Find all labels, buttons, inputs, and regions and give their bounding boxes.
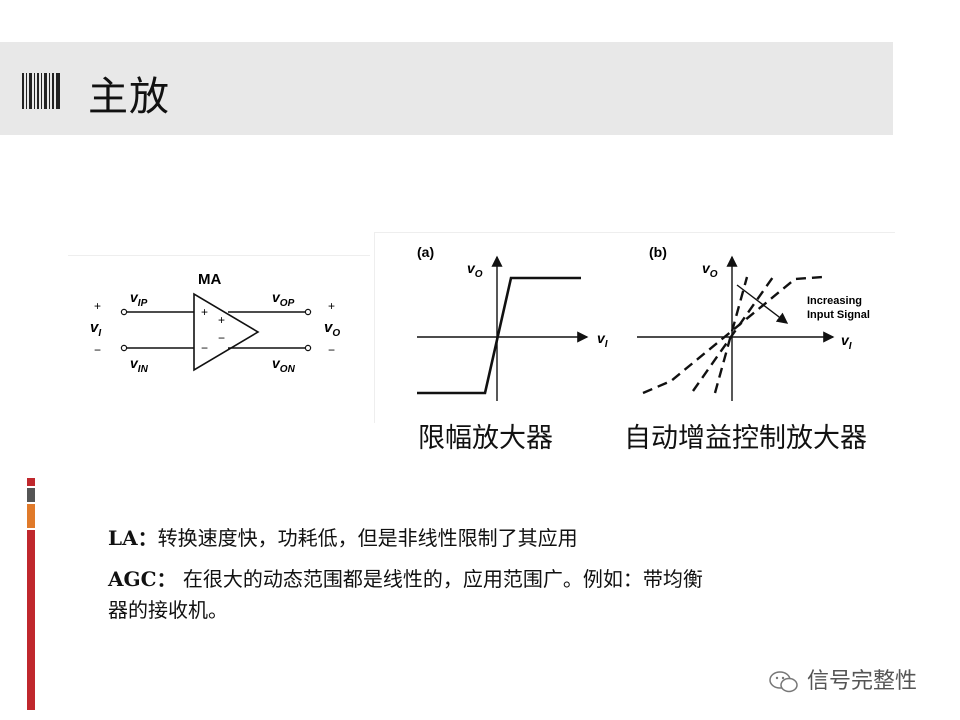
accent-bar-orange xyxy=(27,504,35,528)
plot-a-xlabel: vI xyxy=(597,330,608,350)
output-plus-sign: + xyxy=(328,299,335,313)
agc-paragraph-cont: 器的接收机。 xyxy=(108,594,228,623)
plot-a-tag: (a) xyxy=(417,244,434,260)
opamp-triangle xyxy=(193,292,260,372)
plot-b-increasing-arrow xyxy=(736,284,789,324)
opamp-plus-input-sign: + xyxy=(201,305,208,319)
transfer-plots: (a) vO vI (b) vO vI Increasing Input Sig… xyxy=(417,244,870,401)
output-terminal-plus xyxy=(304,308,312,316)
plot-b-note-line1: Increasing xyxy=(807,295,862,307)
agc-text-line1: 在很大的动态范围都是线性的，应用范围广。例如：带均衡 xyxy=(182,567,703,591)
output-terminal-minus xyxy=(304,344,312,352)
plot-a-curve xyxy=(417,276,581,395)
amplifier-diagram-panel: MA + − + − + − vI vIP vIN vOP vON + − vO xyxy=(68,255,370,388)
output-minus-sign: − xyxy=(328,343,335,357)
plot-b-tag: (b) xyxy=(649,244,667,260)
watermark: 信号完整性 xyxy=(768,663,917,695)
vo-label: vO xyxy=(324,319,340,339)
vop-label: vOP xyxy=(272,289,295,309)
plot-b-line-steep xyxy=(713,276,749,394)
plot-b-xlabel: vI xyxy=(841,332,852,352)
agc-text-line2: 器的接收机。 xyxy=(108,598,228,622)
title-bar xyxy=(0,42,893,135)
opamp-minus-input-sign: − xyxy=(201,341,208,355)
plot-b-line-mid xyxy=(692,276,774,392)
wechat-icon xyxy=(769,671,798,693)
watermark-text: 信号完整性 xyxy=(807,669,918,694)
accent-bar-red-top xyxy=(27,478,35,486)
plot-b-note-line2: Input Signal xyxy=(807,309,870,321)
input-minus-sign: − xyxy=(94,343,101,357)
vip-label: vIP xyxy=(130,289,148,309)
la-paragraph: LA：转换速度快，功耗低，但是非线性限制了其应用 xyxy=(108,522,578,551)
agc-label: AGC： xyxy=(108,567,177,591)
transfer-plots-panel: (a) vO vI (b) vO vI Increasing Input Sig… xyxy=(374,232,895,423)
plot-a-ylabel: vO xyxy=(467,260,483,280)
caption-limiting-amplifier: 限幅放大器 xyxy=(418,423,553,454)
von-label: vON xyxy=(272,355,296,375)
plot-b-ylabel: vO xyxy=(702,260,718,280)
accent-bar-gray xyxy=(27,488,35,502)
amplifier-label: MA xyxy=(198,271,221,288)
opamp-minus-output-sign: − xyxy=(218,331,225,345)
opamp-plus-output-sign: + xyxy=(218,313,225,327)
la-label: LA： xyxy=(108,526,158,550)
input-terminal-minus xyxy=(120,344,128,352)
accent-bar-red xyxy=(27,530,35,710)
page-title: 主放 xyxy=(88,74,170,120)
input-terminal-plus xyxy=(120,308,128,316)
vi-label: vI xyxy=(90,319,101,339)
input-plus-sign: + xyxy=(94,299,101,313)
barcode-icon xyxy=(22,73,60,109)
vin-label: vIN xyxy=(130,355,149,375)
amplifier-schematic: MA + − + − + − vI vIP vIN vOP vON + − vO xyxy=(90,271,340,375)
caption-agc-amplifier: 自动增益控制放大器 xyxy=(624,423,867,454)
agc-paragraph: AGC： 在很大的动态范围都是线性的，应用范围广。例如：带均衡 xyxy=(108,563,703,592)
la-text: 转换速度快，功耗低，但是非线性限制了其应用 xyxy=(157,526,578,550)
